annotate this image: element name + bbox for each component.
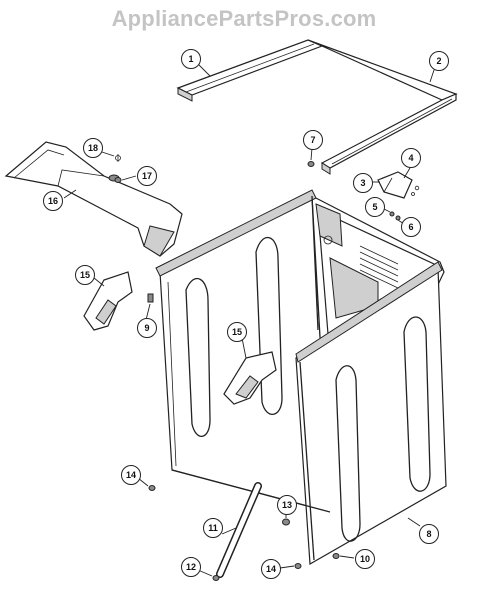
cabinet	[155, 189, 447, 565]
bracket-part	[377, 171, 420, 199]
callout-18: 18	[83, 138, 103, 158]
callout-17: 17	[137, 166, 157, 186]
screw-17	[114, 177, 122, 183]
nut-part-7	[307, 161, 315, 167]
top-frame	[176, 39, 458, 175]
callout-15-lower: 15	[227, 322, 247, 342]
callout-2: 2	[429, 51, 449, 71]
callout-14-left: 14	[121, 465, 141, 485]
screw-14-left	[148, 485, 156, 491]
vent-slots	[359, 245, 399, 289]
leader-lines	[63, 63, 435, 577]
screw-12	[212, 575, 220, 581]
hose-part-11	[216, 482, 262, 578]
callout-15-upper: 15	[75, 265, 95, 285]
callout-4: 4	[401, 148, 421, 168]
callout-16: 16	[43, 191, 63, 211]
callout-1: 1	[181, 49, 201, 69]
callout-13: 13	[277, 495, 297, 515]
small-screws	[389, 211, 401, 221]
callout-3: 3	[353, 173, 373, 193]
screw-14-right	[294, 563, 302, 569]
callout-9: 9	[137, 318, 157, 338]
callout-11: 11	[203, 518, 223, 538]
bracket-15-upper	[83, 271, 133, 331]
watermark: AppliancePartsPros.com	[111, 6, 377, 31]
bracket-15-lower	[223, 351, 277, 405]
callout-7: 7	[303, 130, 323, 150]
clip-part-9	[147, 293, 154, 303]
clip-13	[282, 518, 290, 526]
screw-10	[332, 553, 340, 559]
callout-12: 12	[181, 557, 201, 577]
callout-5: 5	[365, 197, 385, 217]
console-panel	[4, 141, 183, 257]
callout-10: 10	[355, 549, 375, 569]
callout-8: 8	[419, 524, 439, 544]
callout-6: 6	[401, 217, 421, 237]
callout-14-right: 14	[261, 559, 281, 579]
